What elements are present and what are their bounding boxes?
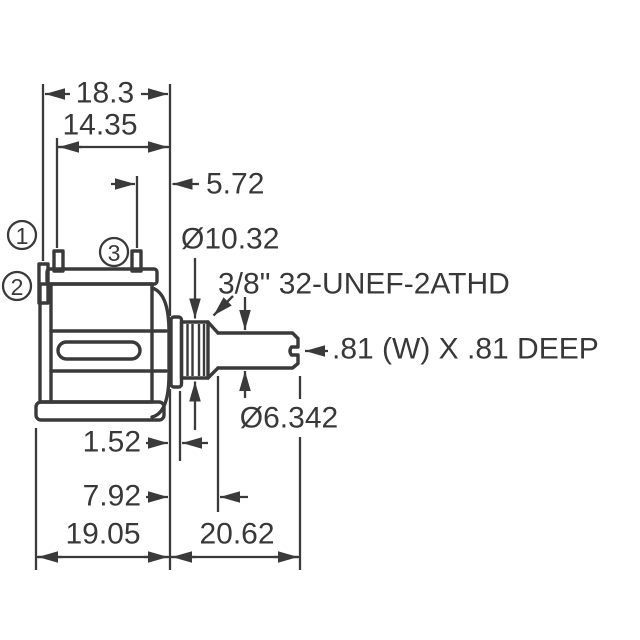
terminal-1-callout: 1 — [6, 219, 38, 251]
terminal-3-callout: 3 — [98, 236, 130, 268]
bushing-thread-lines — [186, 324, 206, 376]
thread-spec-callout: 3/8" 32-UNEF-2ATHD — [212, 268, 510, 317]
terminal-2-label: 2 — [11, 274, 24, 300]
slot-spec-callout: .81 (W) X .81 DEEP — [305, 333, 599, 366]
dim-label-1-52: 1.52 — [83, 426, 141, 459]
body-side-slot — [56, 340, 142, 361]
dim-shaft-diameter: Ø6.342 — [239, 297, 338, 435]
dim-label-20-62: 20.62 — [199, 518, 274, 551]
dim-label-7-92: 7.92 — [83, 480, 141, 513]
dim-14-35: 14.35 — [57, 109, 170, 153]
bushing-taper-top — [206, 320, 220, 335]
body-end-cap — [150, 286, 171, 419]
dim-label-bushing-diameter: Ø10.32 — [181, 223, 279, 256]
dim-20-62: 20.62 — [170, 518, 300, 563]
terminal-tab-2 — [37, 262, 50, 305]
dim-label-14-35: 14.35 — [62, 109, 137, 142]
thread-spec-label: 3/8" 32-UNEF-2ATHD — [218, 268, 510, 301]
shaft-with-slot — [216, 331, 300, 370]
terminal-callouts: 1 2 3 — [1, 219, 130, 302]
dim-19-05: 19.05 — [36, 518, 170, 563]
extension-lines — [34, 84, 302, 570]
dim-7-92: 7.92 — [83, 480, 248, 513]
terminal-3-label: 3 — [108, 240, 121, 266]
threaded-bushing — [179, 320, 210, 380]
terminal-2-callout: 2 — [1, 270, 33, 302]
dim-1-52: 1.52 — [83, 426, 208, 459]
body-bottom-plate — [34, 400, 166, 422]
slot-spec-label: .81 (W) X .81 DEEP — [332, 333, 599, 366]
dim-label-5-72: 5.72 — [206, 168, 264, 201]
dim-label-shaft-diameter: Ø6.342 — [240, 402, 338, 435]
terminal-pin-3 — [130, 249, 143, 273]
dim-bushing-diameter: Ø10.32 — [181, 223, 279, 430]
dim-5-72: 5.72 — [111, 168, 264, 201]
dim-18-3: 18.3 — [45, 77, 168, 110]
terminal-1-label: 1 — [16, 223, 29, 249]
dim-label-19-05: 19.05 — [65, 518, 140, 551]
bushing-taper-bottom — [206, 366, 220, 380]
potentiometer-part-outline — [34, 249, 300, 422]
dim-label-18-3: 18.3 — [76, 77, 134, 110]
terminal-pin-1 — [52, 249, 65, 273]
